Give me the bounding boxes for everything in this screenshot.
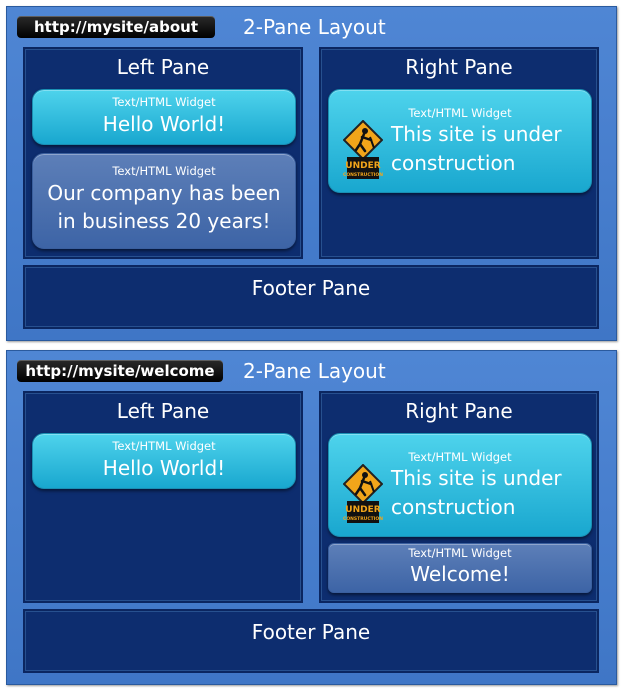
pane-title: Right Pane	[405, 55, 513, 79]
widget-text-line: This site is under	[391, 466, 562, 490]
text-html-widget[interactable]: Text/HTML Widget This site is under cons…	[328, 89, 592, 193]
right-pane: Right Pane Text/HTML Widget This site is…	[319, 47, 599, 259]
widget-text-line: This site is under	[391, 122, 562, 146]
url-bar: http://mysite/about	[17, 16, 215, 38]
footer-pane: Footer Pane	[23, 265, 599, 329]
widget-text-line: construction	[391, 495, 516, 519]
layout-panel-about: http://mysite/about 2-Pane Layout Left P…	[6, 6, 617, 341]
widget-text-line: in business 20 years!	[57, 209, 271, 233]
layout-title: 2-Pane Layout	[243, 15, 386, 39]
pane-title: Left Pane	[116, 399, 210, 423]
text-html-widget[interactable]: Text/HTML Widget Our company has been in…	[32, 153, 296, 249]
text-html-widget[interactable]: Text/HTML Widget Hello World!	[32, 433, 296, 489]
under-construction-sign-icon	[343, 464, 383, 524]
pane-title: Right Pane	[405, 399, 513, 423]
widget-text: Welcome!	[410, 562, 510, 586]
widget-text: Hello World!	[102, 456, 226, 480]
pane-title: Left Pane	[116, 55, 210, 79]
text-html-widget[interactable]: Text/HTML Widget Welcome!	[328, 543, 592, 593]
widget-text: This site is under construction	[391, 120, 583, 178]
widget-label: Text/HTML Widget	[408, 450, 512, 464]
widget-text: Hello World!	[102, 112, 226, 136]
right-pane: Right Pane Text/HTML Widget This site is…	[319, 391, 599, 603]
widget-label: Text/HTML Widget	[112, 164, 216, 178]
under-construction-sign-icon	[343, 120, 383, 180]
widget-label: Text/HTML Widget	[408, 546, 512, 560]
left-pane: Left Pane Text/HTML Widget Hello World!	[23, 391, 303, 603]
widget-label: Text/HTML Widget	[112, 95, 216, 109]
widget-label: Text/HTML Widget	[112, 439, 216, 453]
pane-title: Footer Pane	[251, 620, 371, 644]
widget-text-line: construction	[391, 151, 516, 175]
layout-panel-welcome: http://mysite/welcome 2-Pane Layout Left…	[6, 350, 617, 685]
left-pane: Left Pane Text/HTML Widget Hello World! …	[23, 47, 303, 259]
text-html-widget[interactable]: Text/HTML Widget Hello World!	[32, 89, 296, 145]
widget-text-line: Our company has been	[47, 181, 281, 205]
url-bar: http://mysite/welcome	[17, 360, 223, 382]
layout-title: 2-Pane Layout	[243, 359, 386, 383]
widget-label: Text/HTML Widget	[408, 106, 512, 120]
footer-pane: Footer Pane	[23, 609, 599, 673]
widget-text: This site is under construction	[391, 464, 583, 522]
pane-title: Footer Pane	[251, 276, 371, 300]
text-html-widget[interactable]: Text/HTML Widget This site is under cons…	[328, 433, 592, 537]
